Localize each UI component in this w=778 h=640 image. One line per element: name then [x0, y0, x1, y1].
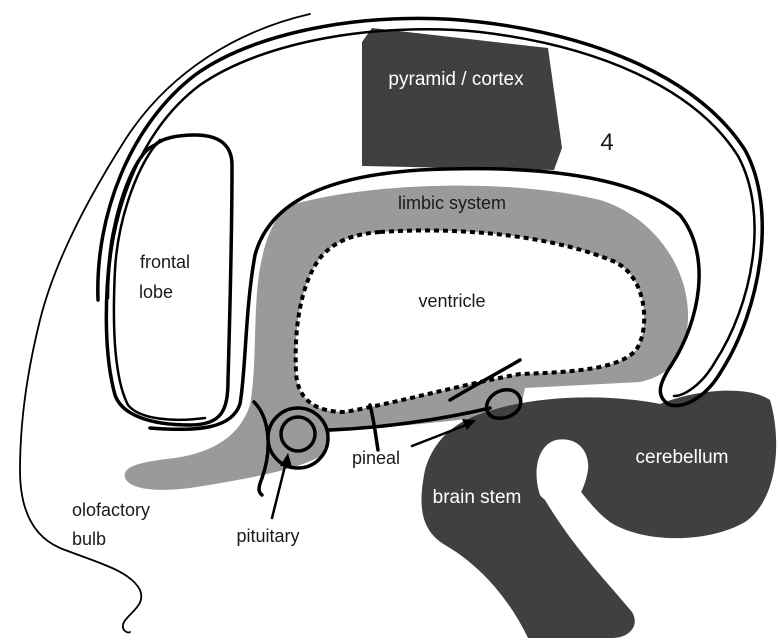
- pituitary-label: pituitary: [236, 526, 299, 546]
- limbic-system-label: limbic system: [398, 193, 506, 213]
- pyramid-cortex-label: pyramid / cortex: [388, 69, 524, 90]
- frontal-lobe-label-line2: lobe: [139, 282, 173, 302]
- brainstem-cerebellum-region: [422, 391, 777, 638]
- olfactory-bulb-label-line1: olofactory: [72, 500, 150, 520]
- pyramid-cortex-region: [362, 28, 562, 170]
- region-number-label: 4: [600, 129, 613, 156]
- olfactory-bulb-label-line2: bulb: [72, 529, 106, 549]
- frontal-lobe-outline: [106, 135, 232, 425]
- ventricle-label: ventricle: [418, 291, 485, 311]
- cerebellum-label: cerebellum: [636, 447, 729, 468]
- frontal-lobe-label-line1: frontal: [140, 252, 190, 272]
- pineal-label: pineal: [352, 448, 400, 468]
- brain-stem-label: brain stem: [433, 487, 522, 508]
